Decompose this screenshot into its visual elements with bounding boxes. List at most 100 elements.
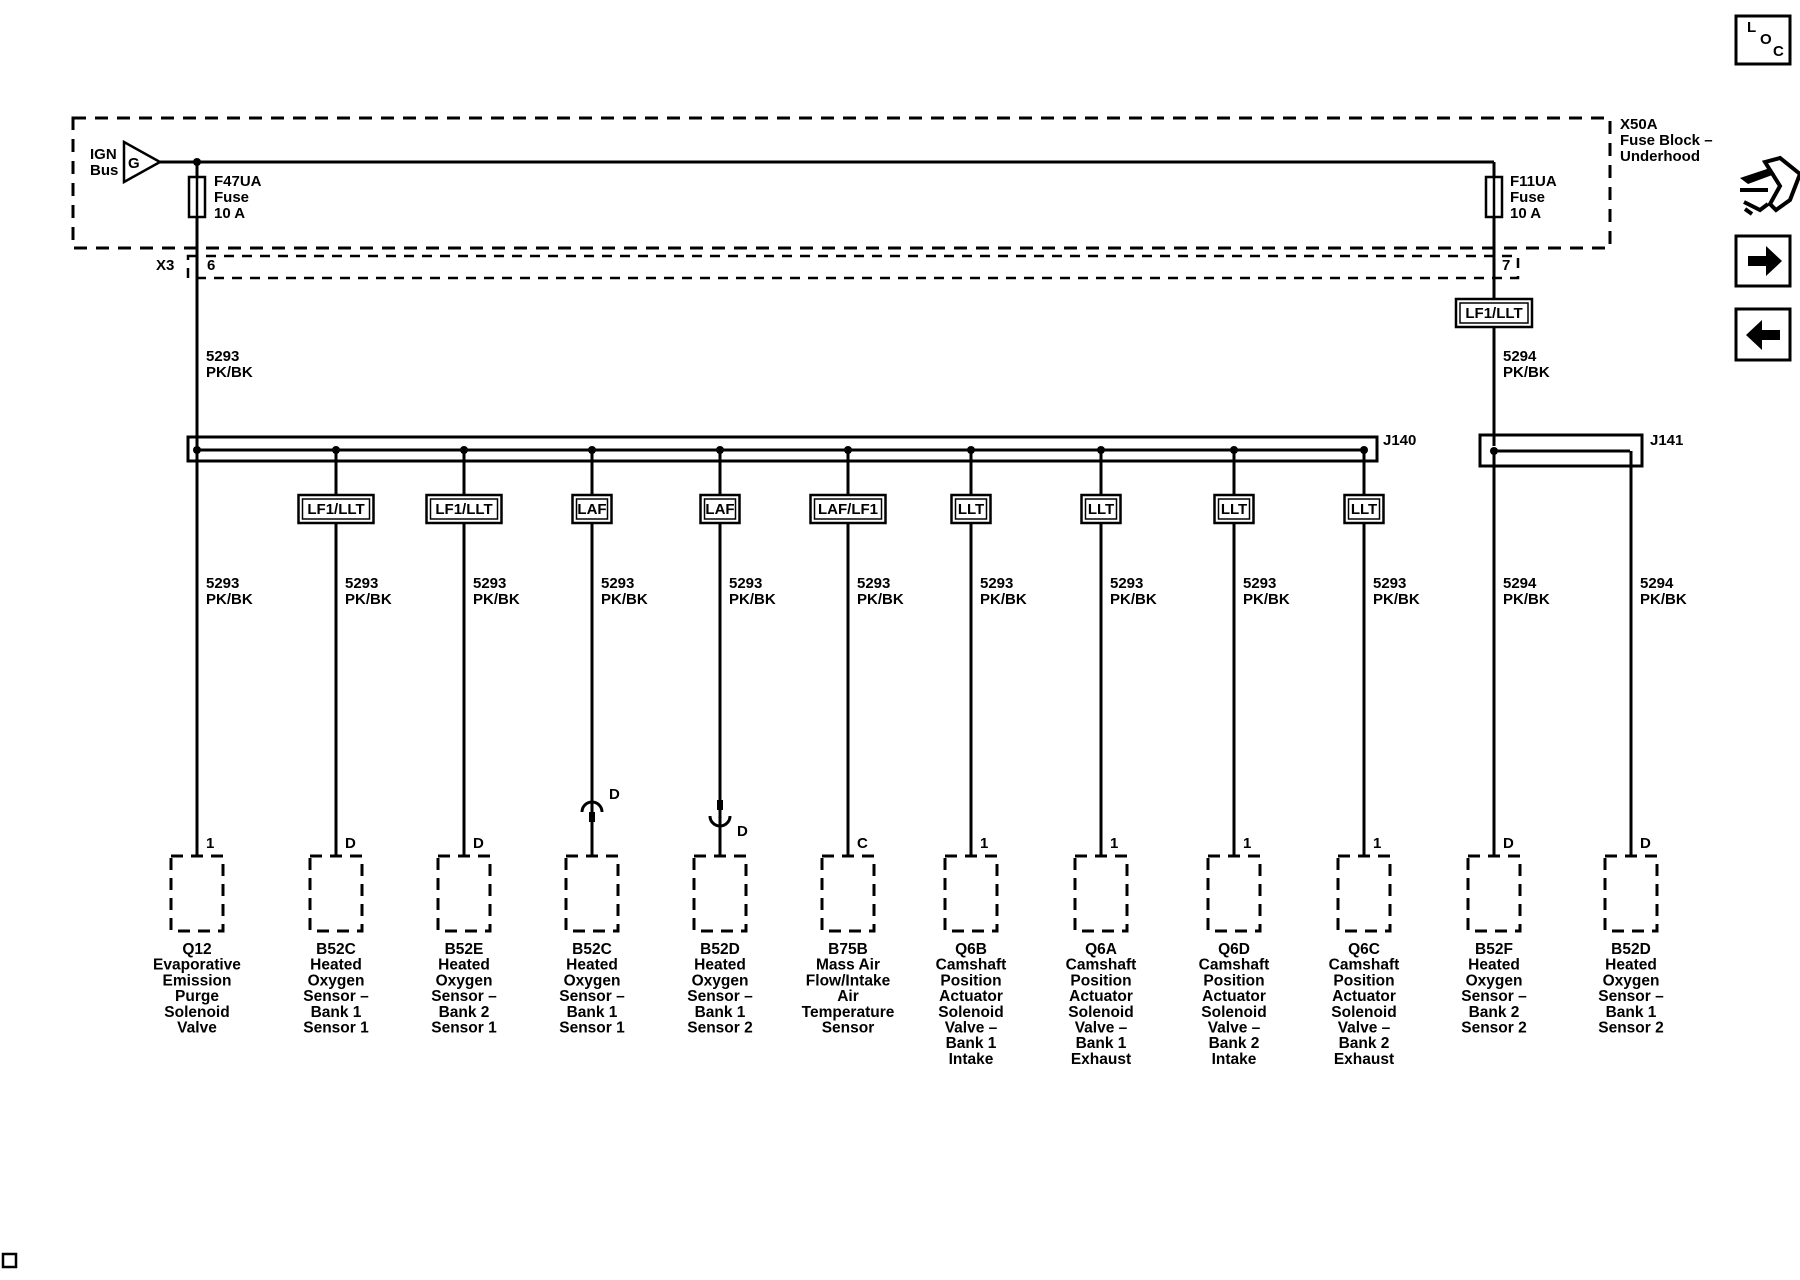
option-box-inner bbox=[1084, 498, 1118, 520]
inline-connector-male bbox=[717, 800, 723, 810]
component-box bbox=[692, 854, 748, 933]
pin-label: C bbox=[857, 835, 868, 852]
option-box-inner bbox=[813, 498, 883, 520]
x3-pin-right: 7 bbox=[1502, 257, 1510, 274]
component-box bbox=[1206, 854, 1262, 933]
component-box bbox=[169, 854, 225, 933]
splice-junction bbox=[1097, 446, 1105, 454]
loc-glyph-o: O bbox=[1760, 31, 1772, 48]
splice-junction bbox=[1230, 446, 1238, 454]
fuse-block-label: X50A Fuse Block – Underhood bbox=[1620, 116, 1717, 165]
component-box bbox=[436, 854, 492, 933]
splice-j140-label: J140 bbox=[1383, 432, 1416, 449]
option-label: LF1/LLT bbox=[435, 501, 492, 518]
ign-bus-g: G bbox=[128, 155, 140, 172]
splice-junction bbox=[588, 446, 596, 454]
pin-label: 1 bbox=[1243, 835, 1251, 852]
option-box-inner bbox=[1217, 498, 1251, 520]
splice-junction bbox=[460, 446, 468, 454]
trunk-wire-left-label: 5293 PK/BK bbox=[206, 348, 253, 381]
ign-bus-label: IGN Bus bbox=[90, 146, 121, 179]
ign-bus-symbol bbox=[122, 139, 163, 185]
splice-junction bbox=[716, 446, 724, 454]
location-button[interactable]: L O C bbox=[1734, 14, 1792, 66]
option-box-inner bbox=[1347, 498, 1381, 520]
option-box-inner bbox=[703, 498, 737, 520]
option-label: LF1/LLT bbox=[307, 501, 364, 518]
option-label: LLT bbox=[1088, 501, 1114, 518]
option-label: LLT bbox=[1351, 501, 1377, 518]
inline-connector-female bbox=[580, 800, 604, 813]
splice-j141 bbox=[1478, 433, 1644, 468]
splice-junction bbox=[967, 446, 975, 454]
component-box bbox=[943, 854, 999, 933]
option-box-inner bbox=[301, 498, 371, 520]
splice-j140 bbox=[186, 435, 1379, 463]
connector-harness-icon[interactable] bbox=[1740, 155, 1800, 216]
option-label: LLT bbox=[958, 501, 984, 518]
pin-label: D bbox=[345, 835, 356, 852]
inline-connector-label: D bbox=[609, 786, 620, 803]
option-label: LAF/LF1 bbox=[818, 501, 878, 518]
option-label: LAF bbox=[705, 501, 734, 518]
loc-glyph-c: C bbox=[1773, 43, 1784, 60]
option-box-inner bbox=[954, 498, 988, 520]
component-box bbox=[1336, 854, 1392, 933]
pin-label: D bbox=[1640, 835, 1651, 852]
splice-j141-label: J141 bbox=[1650, 432, 1683, 449]
component-box bbox=[1073, 854, 1129, 933]
splice-junction bbox=[193, 446, 201, 454]
option-label: LLT bbox=[1221, 501, 1247, 518]
loc-glyph-l: L bbox=[1747, 19, 1756, 36]
fuse-right-label: F11UA Fuse 10 A bbox=[1510, 173, 1560, 222]
pin-label: D bbox=[473, 835, 484, 852]
pin-label: D bbox=[1503, 835, 1514, 852]
inline-connector-female bbox=[708, 815, 732, 828]
x3-pin-left: 6 bbox=[207, 257, 215, 274]
option-box-inner bbox=[575, 498, 609, 520]
pin-label: 1 bbox=[980, 835, 988, 852]
component-box bbox=[1466, 854, 1522, 933]
inline-connector-label: D bbox=[737, 823, 748, 840]
splice-junction bbox=[1490, 447, 1498, 455]
fuse-block-boundary bbox=[71, 116, 1612, 250]
option-label: LAF bbox=[577, 501, 606, 518]
arrow-left-icon[interactable] bbox=[1734, 307, 1792, 362]
component-box bbox=[1603, 854, 1659, 933]
option-box-inner bbox=[429, 498, 499, 520]
splice-junction bbox=[844, 446, 852, 454]
component-box bbox=[308, 854, 364, 933]
splice-junction bbox=[1360, 446, 1368, 454]
pin-label: 1 bbox=[1110, 835, 1118, 852]
x3-connector-label: X3 bbox=[156, 257, 174, 274]
trunk-right-option-box-inner bbox=[1459, 302, 1529, 324]
inline-connector-male bbox=[589, 812, 595, 822]
arrow-right-icon[interactable] bbox=[1734, 234, 1792, 288]
component-box bbox=[564, 854, 620, 933]
page-marker bbox=[1, 1252, 18, 1269]
pin-label: 1 bbox=[206, 835, 214, 852]
